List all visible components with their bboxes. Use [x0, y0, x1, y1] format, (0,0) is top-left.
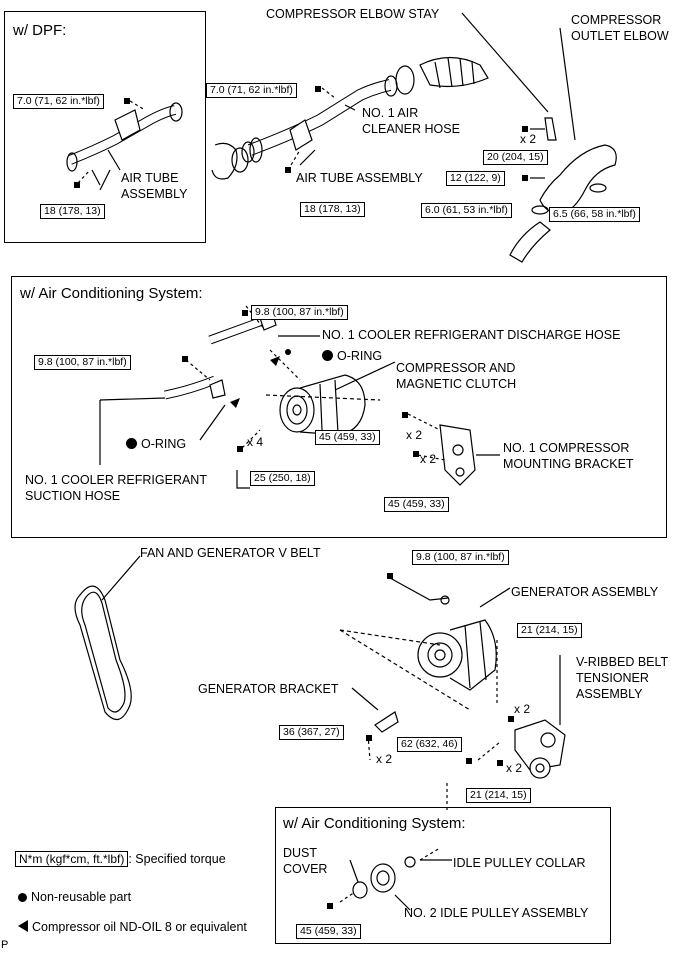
idle-pulley-drawing [352, 856, 416, 899]
label-generator-bracket: GENERATOR BRACKET [198, 682, 339, 696]
legend-nonreusable: Non-reusable part [18, 890, 131, 904]
v-belt-drawing [74, 585, 132, 721]
qty-stay: x 2 [520, 132, 537, 146]
label-compressor-clutch-2: MAGNETIC CLUTCH [396, 377, 517, 391]
label-o-ring-top: O-RING [322, 349, 382, 364]
generator-bracket-drawing [374, 711, 399, 733]
label-tensioner-1: V-RIBBED BELT [576, 655, 669, 669]
torque-elbow-clamp-left: 6.0 (61, 53 in.*lbf) [421, 203, 512, 218]
label-no1-air-cleaner-hose-2: CLEANER HOSE [362, 122, 460, 136]
torque-tube-bottom: 18 (178, 13) [300, 202, 365, 217]
label-idle-pulley-collar: IDLE PULLEY COLLAR [453, 856, 586, 870]
ac-idle-pulley-panel [275, 807, 611, 944]
oil-arrows [230, 356, 280, 408]
label-dust-cover-2: COVER [283, 862, 328, 876]
torque-stay: 20 (204, 15) [483, 150, 548, 165]
label-mounting-bracket-2: MOUNTING BRACKET [503, 457, 634, 471]
oil-arrow-icon [18, 920, 28, 932]
ac-idle-pulley-panel-title: w/ Air Conditioning System: [283, 815, 466, 832]
legend-torque-text: : Specified torque [128, 852, 226, 866]
dpf-panel-title: w/ DPF: [13, 22, 67, 39]
air-tube-drawing [211, 75, 398, 180]
corner-mark: P [1, 939, 9, 951]
label-mounting-bracket-1: NO. 1 COMPRESSOR [503, 441, 630, 455]
torque-dpf-top: 7.0 (71, 62 in.*lbf) [13, 94, 104, 109]
qty-tensioner-bottom: x 2 [506, 761, 523, 775]
o-ring-text: O-RING [141, 437, 187, 451]
label-v-belt: FAN AND GENERATOR V BELT [140, 546, 321, 560]
torque-tensioner-top: 21 (214, 15) [517, 623, 582, 638]
nonreusable-dot-icon [126, 438, 137, 449]
label-tensioner-3: ASSEMBLY [576, 687, 643, 701]
bolts [74, 86, 528, 909]
legend-torque: N*m (kgf*cm, ft.*lbf): Specified torque [15, 851, 226, 867]
label-compressor-elbow-stay: COMPRESSOR ELBOW STAY [266, 7, 440, 21]
torque-tube-top: 7.0 (71, 62 in.*lbf) [206, 83, 297, 98]
label-compressor-clutch-1: COMPRESSOR AND [396, 361, 516, 375]
qty-bracket-bottom: x 2 [420, 452, 437, 466]
torque-idle-pulley: 45 (459, 33) [296, 924, 361, 939]
label-compressor-outlet-elbow-1: COMPRESSOR [571, 13, 662, 27]
qty-compressor: x 4 [247, 435, 264, 449]
label-dust-cover-1: DUST [283, 846, 318, 860]
label-dpf-air-tube-1: AIR TUBE [121, 171, 179, 185]
ac-panel [11, 276, 667, 538]
dpf-panel [4, 11, 206, 243]
torque-gen-bracket: 36 (367, 27) [279, 725, 344, 740]
label-generator-assembly: GENERATOR ASSEMBLY [511, 585, 659, 599]
legend-nonreusable-text: Non-reusable part [31, 890, 132, 904]
dpf-air-tube-drawing [66, 102, 183, 191]
compressor-drawing [279, 374, 366, 436]
label-no1-air-cleaner-hose-1: NO. 1 AIR [362, 106, 419, 120]
legend-torque-box: N*m (kgf*cm, ft.*lbf) [15, 851, 129, 867]
o-ring-text: O-RING [337, 349, 383, 363]
torque-suction-bolt: 9.8 (100, 87 in.*lbf) [34, 355, 131, 370]
torque-elbow-clamp-right: 6.5 (66, 58 in.*lbf) [549, 207, 640, 222]
label-suction-hose-2: SUCTION HOSE [25, 489, 121, 503]
nonreusable-dot-icon [322, 350, 333, 361]
qty-bracket-top: x 2 [406, 428, 423, 442]
ac-panel-title: w/ Air Conditioning System: [20, 285, 203, 302]
tensioner-drawing [514, 719, 566, 779]
compressor-elbow-drawing [509, 117, 617, 263]
qty-gen-bracket: x 2 [376, 752, 393, 766]
torque-bracket-bottom: 45 (459, 33) [384, 497, 449, 512]
generator-wire-drawing [389, 577, 450, 605]
label-dpf-air-tube-2: ASSEMBLY [121, 187, 188, 201]
torque-bracket-top: 45 (459, 33) [315, 430, 380, 445]
torque-tensioner-bottom: 21 (214, 15) [466, 788, 531, 803]
torque-generator-bolt: 62 (632, 46) [397, 737, 462, 752]
torque-elbow-bolt: 12 (122, 9) [446, 171, 505, 186]
legend-oil: Compressor oil ND-OIL 8 or equivalent [18, 920, 247, 934]
label-air-tube-assembly: AIR TUBE ASSEMBLY [296, 171, 423, 185]
torque-dpf-bottom: 18 (178, 13) [40, 204, 105, 219]
torque-discharge-bolt: 9.8 (100, 87 in.*lbf) [251, 305, 348, 320]
label-compressor-outlet-elbow-2: OUTLET ELBOW [571, 29, 669, 43]
qty-tensioner-top: x 2 [514, 702, 531, 716]
ac-hoses-drawing [164, 311, 277, 400]
label-tensioner-2: TENSIONER [576, 671, 649, 685]
legend-oil-text: Compressor oil ND-OIL 8 or equivalent [32, 920, 247, 934]
label-discharge-hose: NO. 1 COOLER REFRIGERANT DISCHARGE HOSE [322, 328, 621, 342]
torque-generator-top: 9.8 (100, 87 in.*lbf) [412, 550, 509, 565]
nonreusable-dot-icon [18, 893, 27, 902]
label-o-ring-bottom: O-RING [126, 437, 186, 452]
label-suction-hose-1: NO. 1 COOLER REFRIGERANT [25, 473, 207, 487]
torque-compressor-bolt: 25 (250, 18) [250, 471, 315, 486]
generator-drawing [417, 619, 497, 691]
air-cleaner-hose-drawing [395, 56, 489, 95]
label-no2-idle-pulley: NO. 2 IDLE PULLEY ASSEMBLY [404, 906, 589, 920]
mounting-bracket-drawing [439, 424, 476, 486]
